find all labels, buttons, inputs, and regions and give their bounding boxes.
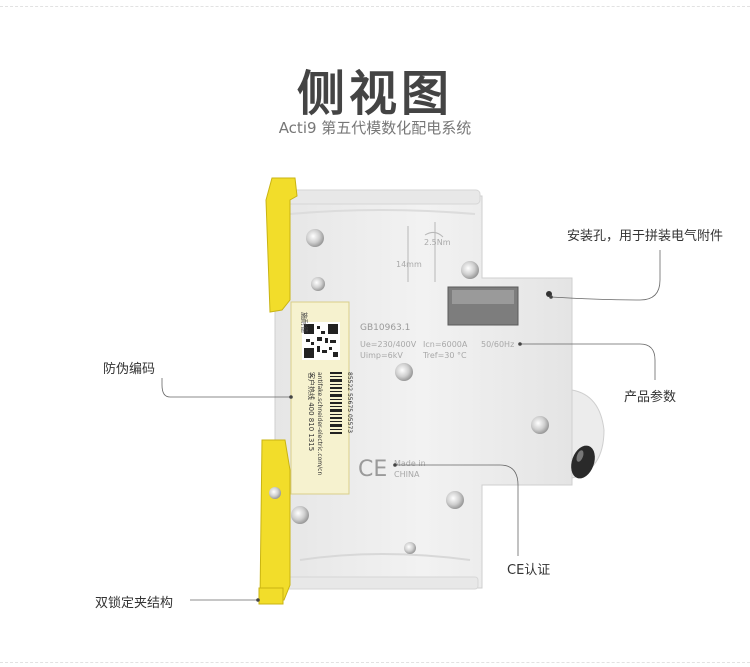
- bottom-yellow-clip: [259, 439, 291, 601]
- rivet: [269, 487, 281, 499]
- ce-mark: CE: [358, 457, 387, 482]
- leader-ce: [395, 464, 519, 556]
- callout-double-lock: 双锁定夹结构: [95, 596, 174, 611]
- top-yellow-clip: [265, 177, 298, 313]
- torque-value: 2.5Nm: [424, 238, 451, 247]
- rivet: [461, 261, 479, 279]
- leader-dot: [256, 598, 260, 602]
- top-terminal-cover: [279, 189, 481, 205]
- tref-text: Tref=30 °C: [422, 351, 467, 360]
- barcode: [330, 372, 342, 434]
- rivet: [306, 229, 324, 247]
- standard-text: GB10963.1: [360, 323, 410, 333]
- rivet: [395, 363, 413, 381]
- qr-code: [302, 322, 340, 360]
- freq-text: 50/60Hz: [481, 340, 514, 349]
- callout-anti-counterfeit: 防伪编码: [103, 362, 156, 377]
- icn-text: Icn=6000A: [423, 340, 468, 349]
- label-brand: 施耐德: [300, 312, 309, 333]
- rivet: [446, 491, 464, 509]
- leader-dot: [549, 295, 553, 299]
- rivet: [311, 277, 325, 291]
- leader-mounting-hole: [550, 250, 661, 301]
- leader-product-params: [520, 343, 656, 380]
- uimp-text: Uimp=6kV: [360, 351, 403, 360]
- bottom-terminal-cover: [281, 576, 479, 590]
- callout-ce-cert: CE认证: [507, 563, 551, 578]
- rivet: [404, 542, 416, 554]
- label-serial: 85522 55675 05573: [346, 372, 353, 433]
- page-title: 侧视图: [296, 66, 453, 122]
- made-in-text: Made in: [394, 459, 426, 468]
- toggle-knob: [571, 445, 595, 479]
- bottom-clip-tab: [258, 587, 284, 605]
- anti-counterfeit-label: 施耐德 客户热线 400 810 1315 antifake.schneider…: [290, 301, 353, 495]
- rivet: [531, 416, 549, 434]
- leader-dot: [289, 395, 293, 399]
- strip-length: 14mm: [396, 260, 422, 269]
- top-divider: [0, 6, 750, 7]
- torque-arrow: [424, 231, 444, 238]
- label-hotline: 客户热线 400 810 1315: [307, 372, 316, 451]
- bottom-divider: [0, 662, 750, 663]
- page-subtitle: Acti9 第五代模数化配电系统: [278, 119, 472, 137]
- leader-dot: [393, 463, 397, 467]
- mounting-slot-inner: [452, 290, 514, 304]
- label-website: antifake.schneider-electric.com/cn: [316, 372, 323, 475]
- callout-product-params: 产品参数: [624, 390, 677, 405]
- ue-text: Ue=230/400V: [360, 340, 417, 349]
- callout-mounting-hole: 安装孔，用于拼装电气附件: [567, 229, 724, 244]
- leader-anti-counterfeit: [161, 378, 291, 398]
- toggle-knob-highlight: [576, 450, 584, 462]
- leader-lines: [161, 250, 661, 601]
- bottom-step: [299, 553, 471, 561]
- top-step: [289, 209, 476, 215]
- rivet: [291, 506, 309, 524]
- leader-dot: [518, 342, 522, 346]
- country-text: CHINA: [394, 470, 420, 479]
